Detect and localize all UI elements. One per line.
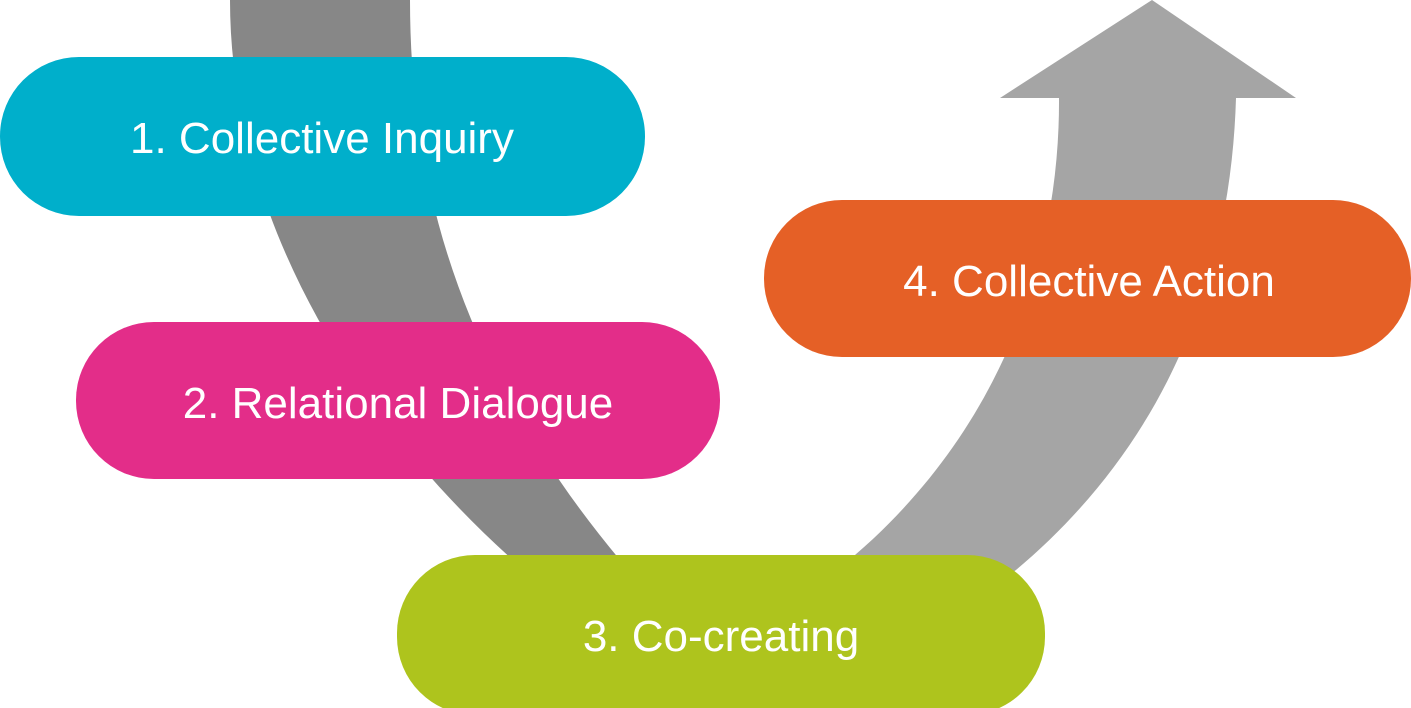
step-pill-collective-action: 4. Collective Action	[764, 200, 1411, 357]
step-label: 3. Co-creating	[583, 612, 859, 661]
step-pill-co-creating: 3. Co-creating	[397, 555, 1045, 708]
step-pill-collective-inquiry: 1. Collective Inquiry	[0, 57, 645, 216]
step-pill-relational-dialogue: 2. Relational Dialogue	[76, 322, 720, 479]
step-label: 2. Relational Dialogue	[183, 379, 614, 428]
step-label: 4. Collective Action	[903, 257, 1275, 306]
step-label: 1. Collective Inquiry	[130, 114, 514, 163]
